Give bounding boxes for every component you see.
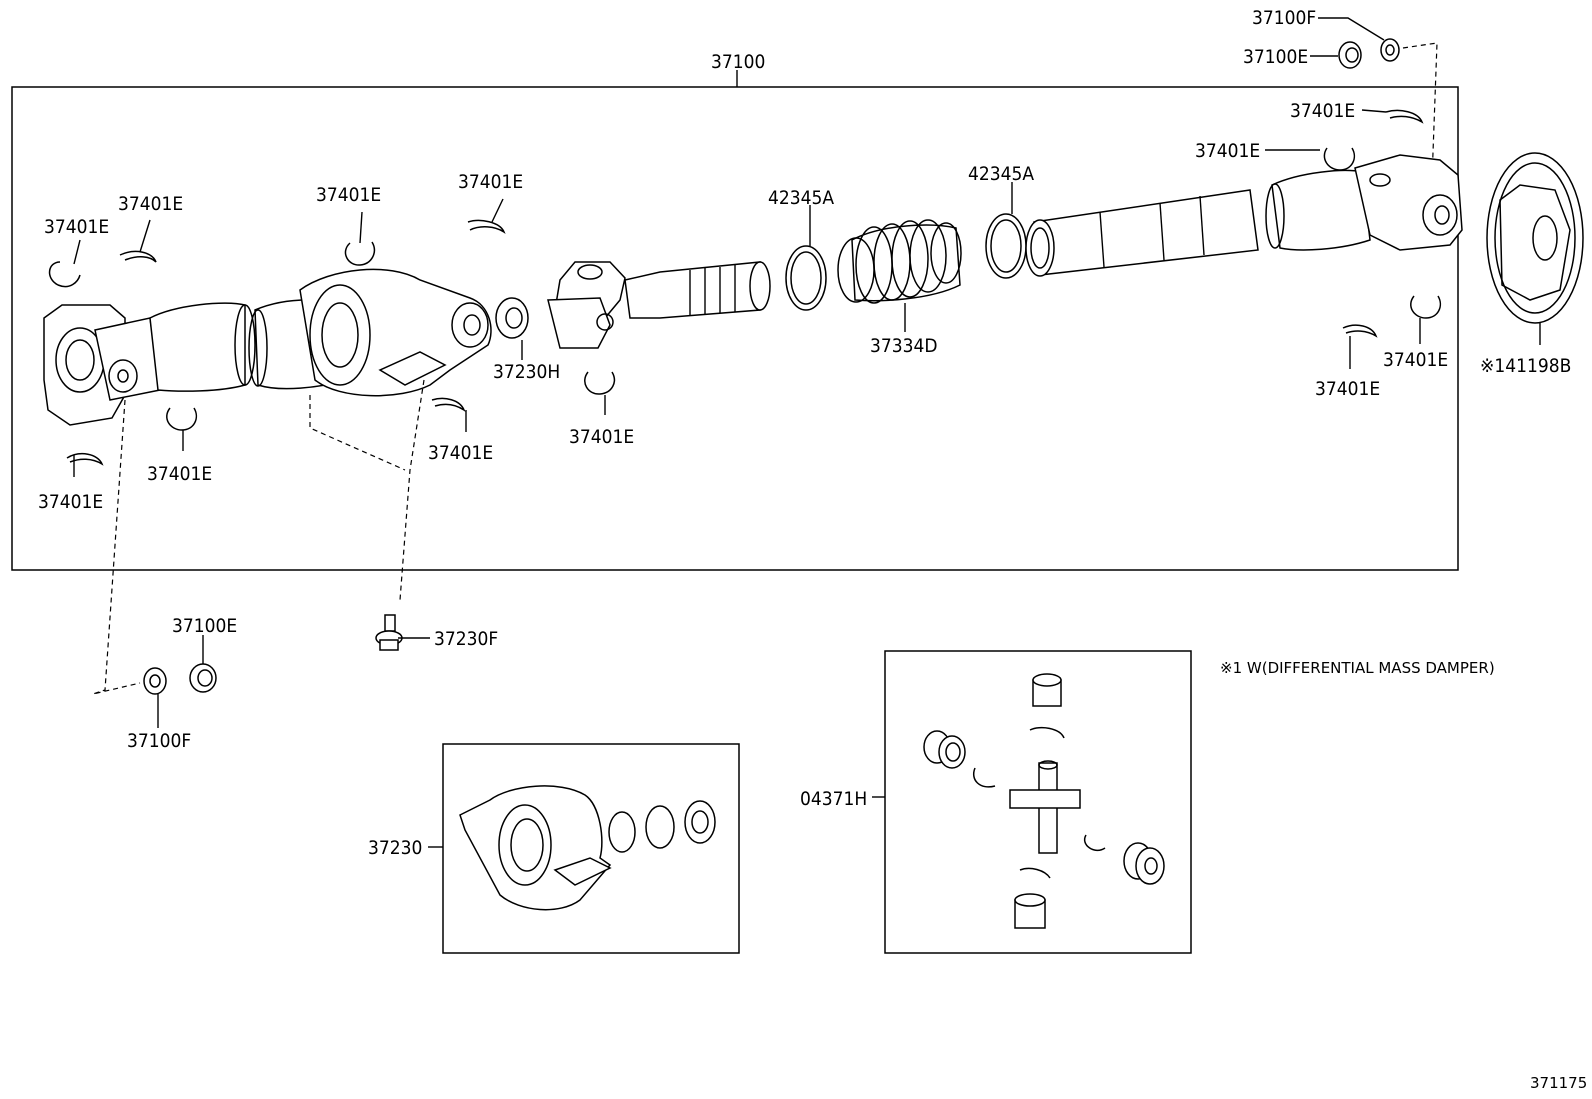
boot-37334d-icon	[837, 219, 962, 304]
center-bearing-shaft-icon	[248, 268, 492, 397]
slip-sleeve-tube-icon	[1025, 169, 1371, 277]
label-snap-ring-9: 37401E	[428, 442, 493, 464]
flange-yoke-left-icon	[43, 302, 256, 426]
bearing-37230h-icon	[495, 297, 529, 339]
label-snap-ring-1: 37401E	[1290, 100, 1355, 122]
label-snap-ring-4: 37401E	[316, 184, 381, 206]
label-damper: ※141198B	[1480, 355, 1571, 377]
label-snap-ring-7: 37401E	[147, 463, 212, 485]
flange-yoke-right-icon	[1354, 154, 1463, 251]
label-snap-ring-3: 37401E	[458, 171, 523, 193]
bolt-37230f-icon	[375, 614, 403, 651]
label-assembly: 37100	[711, 51, 765, 73]
label-bolt: 37230F	[434, 628, 498, 650]
damper-41198b-icon	[1486, 152, 1584, 324]
universal-joint-spider-icon	[923, 673, 1165, 929]
label-snap-ring-2: 37401E	[1195, 140, 1260, 162]
label-nut-top: 37100E	[1243, 46, 1308, 68]
label-bearing-h: 37230H	[493, 361, 560, 383]
label-snap-ring-10: 37401E	[569, 426, 634, 448]
label-snap-ring-6: 37401E	[44, 216, 109, 238]
damper-footnote: ※1 W(DIFFERENTIAL MASS DAMPER)	[1220, 659, 1495, 677]
slip-yoke-spline-icon	[547, 261, 771, 349]
nut-37100e-top-icon	[1338, 41, 1362, 69]
nut-37100e-bottom-icon	[189, 663, 217, 693]
label-washer-bottom: 37100F	[127, 730, 191, 752]
assembly-outline-box	[11, 86, 1459, 571]
clamp-42345a-left-icon	[785, 245, 827, 311]
washer-37100f-bottom-icon	[143, 667, 167, 695]
clamp-42345a-right-icon	[985, 213, 1027, 279]
label-washer-top: 37100F	[1252, 7, 1316, 29]
label-snap-ring-12: 37401E	[1315, 378, 1380, 400]
label-snap-ring-11: 37401E	[1383, 349, 1448, 371]
diagram-id: 371175	[1530, 1074, 1587, 1092]
label-snap-ring-8: 37401E	[38, 491, 103, 513]
center-bearing-37230-icon	[459, 785, 716, 911]
label-spider-kit: 04371H	[800, 788, 867, 810]
label-clamp-left: 42345A	[768, 187, 834, 209]
washer-37100f-top-icon	[1380, 38, 1400, 62]
snap-ring-icon	[48, 109, 1442, 466]
label-clamp-right: 42345A	[968, 163, 1034, 185]
label-center-bearing: 37230	[368, 837, 422, 859]
spider-kit-box	[884, 650, 1192, 954]
center-bearing-box	[442, 743, 740, 954]
label-nut-bottom: 37100E	[172, 615, 237, 637]
label-snap-ring-5: 37401E	[118, 193, 183, 215]
label-boot: 37334D	[870, 335, 938, 357]
